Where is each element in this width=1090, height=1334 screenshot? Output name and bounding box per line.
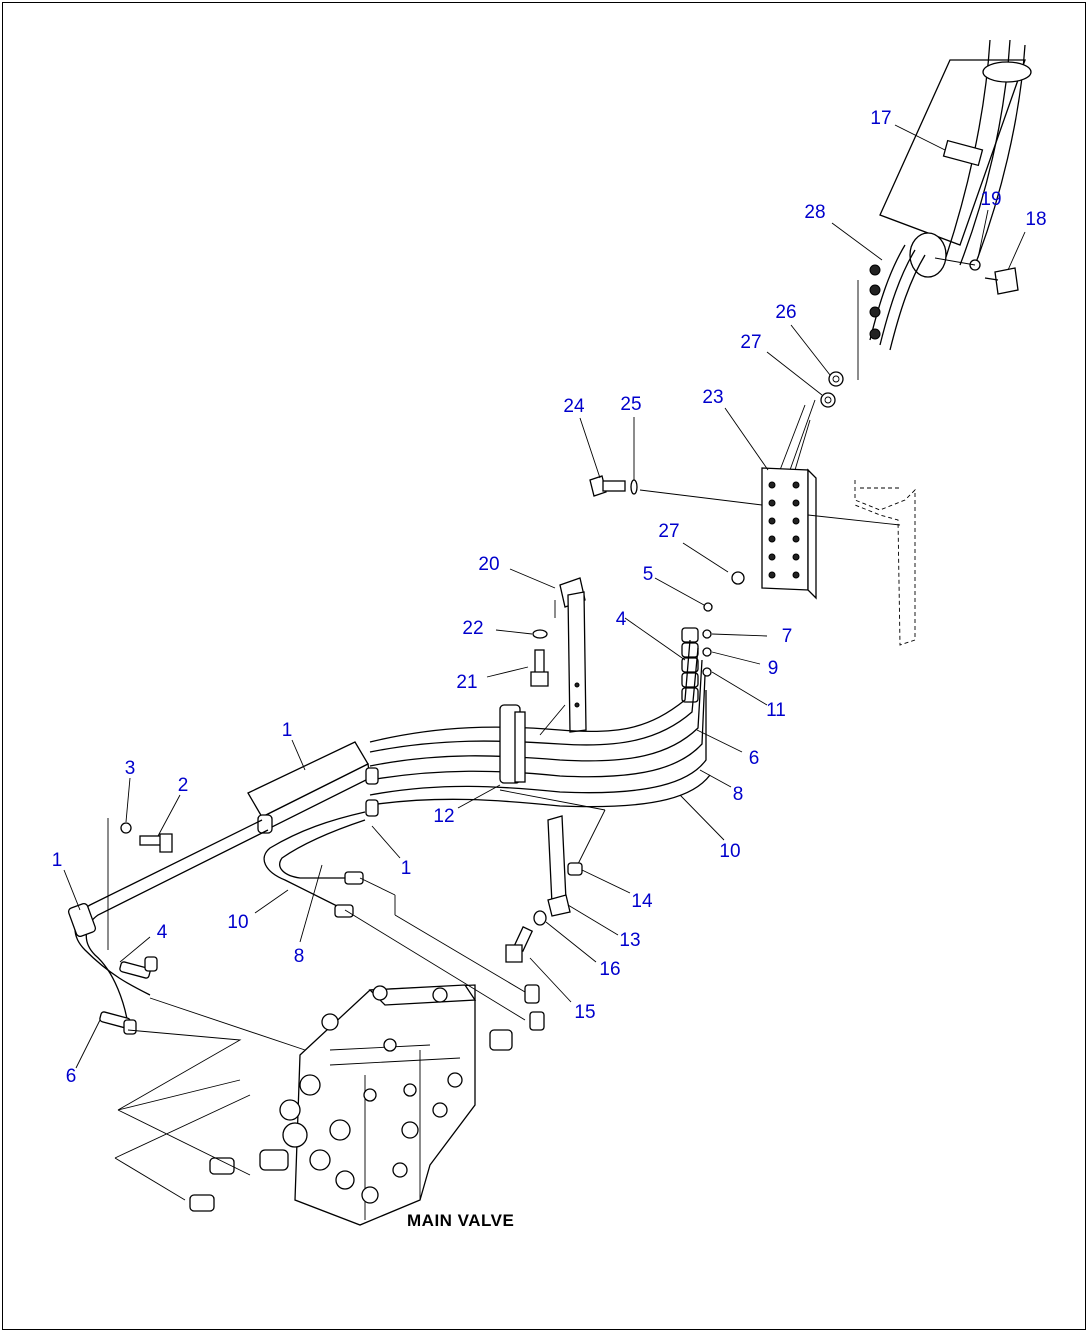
- callout-4-left: 4: [157, 922, 168, 943]
- callout-11: 11: [766, 700, 786, 721]
- callout-15: 15: [574, 1002, 595, 1023]
- clamp-12: [499, 704, 606, 871]
- callout-10-left: 10: [227, 912, 248, 933]
- callout-16: 16: [599, 959, 620, 980]
- hose-cover-1: [247, 741, 379, 834]
- callout-5: 5: [643, 564, 654, 585]
- callout-26: 26: [775, 302, 796, 323]
- callout-numbers: 17 28 19 18 26 27 24 25 23 27 5 20 22 21…: [52, 108, 1047, 1087]
- hose-ends-4-6: [99, 956, 158, 1035]
- callout-20: 20: [478, 554, 499, 575]
- callout-6-left: 6: [66, 1066, 77, 1087]
- upper-hose-cover: [879, 39, 1032, 266]
- dashed-bracket: [854, 480, 916, 646]
- callout-19: 19: [980, 189, 1001, 210]
- washers-26-27: [779, 371, 844, 471]
- callout-21: 21: [456, 672, 477, 693]
- callout-9: 9: [768, 658, 779, 679]
- bolt-24: [589, 475, 638, 497]
- callout-22: 22: [462, 618, 483, 639]
- bracket-20: [539, 577, 587, 736]
- main-valve-label: MAIN VALVE: [407, 1211, 514, 1230]
- callout-14: 14: [631, 891, 653, 912]
- main-valve: MAIN VALVE: [189, 984, 545, 1230]
- callout-2: 2: [178, 775, 189, 796]
- callout-25: 25: [620, 394, 641, 415]
- callout-23: 23: [702, 387, 723, 408]
- callout-1-mid: 1: [401, 858, 412, 879]
- callout-leaders: [63, 124, 1026, 1069]
- callout-4-right: 4: [616, 609, 627, 630]
- callout-6-right: 6: [749, 748, 760, 769]
- callout-8-right: 8: [733, 784, 744, 805]
- hoses-10-8: [263, 811, 396, 918]
- callout-27-mid: 27: [658, 521, 679, 542]
- callout-13: 13: [619, 930, 640, 951]
- callout-1-top: 1: [282, 720, 293, 741]
- bracket-13: [547, 815, 583, 917]
- callout-8-left: 8: [294, 946, 305, 967]
- junction-block-23: [639, 467, 901, 600]
- callout-1-left: 1: [52, 850, 63, 871]
- hose-fittings-right: [681, 571, 745, 703]
- callout-24: 24: [563, 396, 585, 417]
- callout-27-top: 27: [740, 332, 761, 353]
- callout-10-right: 10: [719, 841, 740, 862]
- washer-16-bolt-15: [505, 910, 547, 963]
- hose-clamp-assembly: [857, 232, 1019, 380]
- callout-18: 18: [1025, 209, 1046, 230]
- callout-17: 17: [870, 108, 891, 129]
- hose-bundle: [369, 639, 711, 808]
- callout-28: 28: [804, 202, 825, 223]
- bolt-2-washer-3: [120, 822, 173, 853]
- callout-12: 12: [433, 806, 454, 827]
- reference-lines: [114, 909, 526, 1201]
- callout-3: 3: [125, 758, 136, 779]
- callout-7: 7: [782, 626, 793, 647]
- long-hoses-left: [67, 818, 269, 1026]
- washer-22-bolt-21: [530, 629, 549, 687]
